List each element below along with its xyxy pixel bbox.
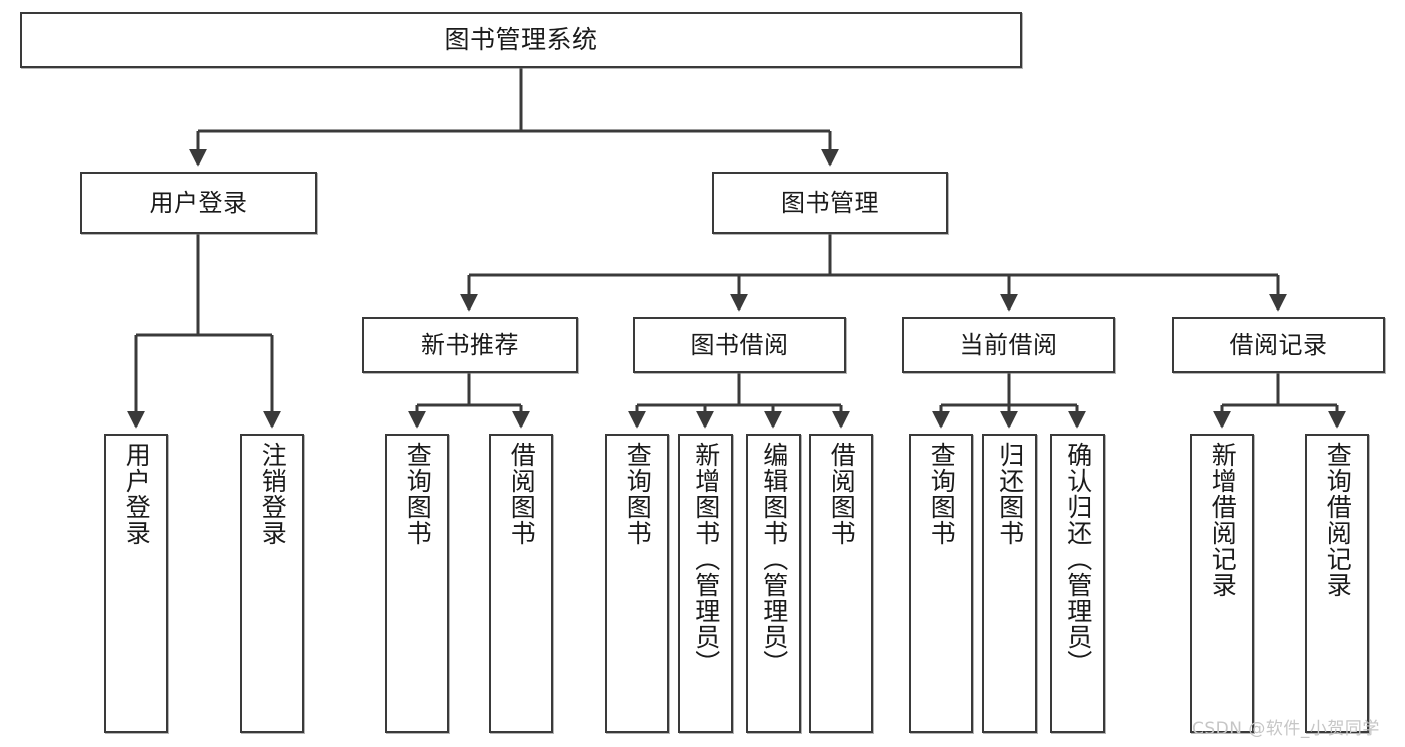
node-label: 查询图书 [927, 442, 957, 546]
node-label: 新增图书（管理员） [691, 442, 721, 676]
node-label: 图书管理系统 [444, 25, 598, 55]
node-user-login[interactable]: 用户登录 [80, 172, 317, 234]
leaf-confirm-return-admin[interactable]: 确认归还（管理员） [1050, 434, 1105, 733]
node-label: 借阅图书 [507, 442, 537, 546]
node-label: 图书借阅 [690, 330, 789, 359]
node-label: 查询图书 [623, 442, 653, 546]
leaf-query-borrow-record[interactable]: 查询借阅记录 [1305, 434, 1369, 733]
node-label: 编辑图书（管理员） [759, 442, 789, 676]
watermark-csdn: CSDN @软件_小贺同学 [1192, 719, 1380, 739]
leaf-query-book-recommend[interactable]: 查询图书 [385, 434, 449, 733]
node-label: 查询借阅记录 [1323, 442, 1353, 598]
node-label: 注销登录 [258, 442, 288, 546]
node-label: 当前借阅 [959, 330, 1058, 359]
leaf-borrow-book[interactable]: 借阅图书 [809, 434, 873, 733]
leaf-edit-book-admin[interactable]: 编辑图书（管理员） [746, 434, 801, 733]
node-label: 新增借阅记录 [1208, 442, 1238, 598]
node-label: 新书推荐 [421, 330, 519, 359]
node-borrow-record[interactable]: 借阅记录 [1172, 317, 1385, 373]
node-label: 用户登录 [149, 188, 248, 217]
leaf-borrow-book-recommend[interactable]: 借阅图书 [489, 434, 553, 733]
leaf-add-borrow-record[interactable]: 新增借阅记录 [1190, 434, 1254, 733]
node-book-borrow[interactable]: 图书借阅 [633, 317, 846, 373]
node-label: 借阅记录 [1229, 330, 1328, 359]
leaf-user-login[interactable]: 用户登录 [104, 434, 168, 733]
node-book-management[interactable]: 图书管理 [712, 172, 948, 234]
node-label: 用户登录 [122, 442, 152, 546]
node-label: 借阅图书 [827, 442, 857, 546]
leaf-logout[interactable]: 注销登录 [240, 434, 304, 733]
node-label: 图书管理 [781, 188, 879, 217]
leaf-return-book[interactable]: 归还图书 [982, 434, 1037, 733]
node-label: 归还图书 [995, 442, 1025, 546]
node-current-borrow[interactable]: 当前借阅 [902, 317, 1115, 373]
node-label: 查询图书 [403, 442, 433, 546]
node-root-system[interactable]: 图书管理系统 [20, 12, 1022, 68]
leaf-add-book-admin[interactable]: 新增图书（管理员） [678, 434, 733, 733]
leaf-query-book-current[interactable]: 查询图书 [909, 434, 973, 733]
node-label: 确认归还（管理员） [1063, 442, 1093, 676]
node-new-book-recommend[interactable]: 新书推荐 [362, 317, 578, 373]
leaf-query-book-borrow[interactable]: 查询图书 [605, 434, 669, 733]
